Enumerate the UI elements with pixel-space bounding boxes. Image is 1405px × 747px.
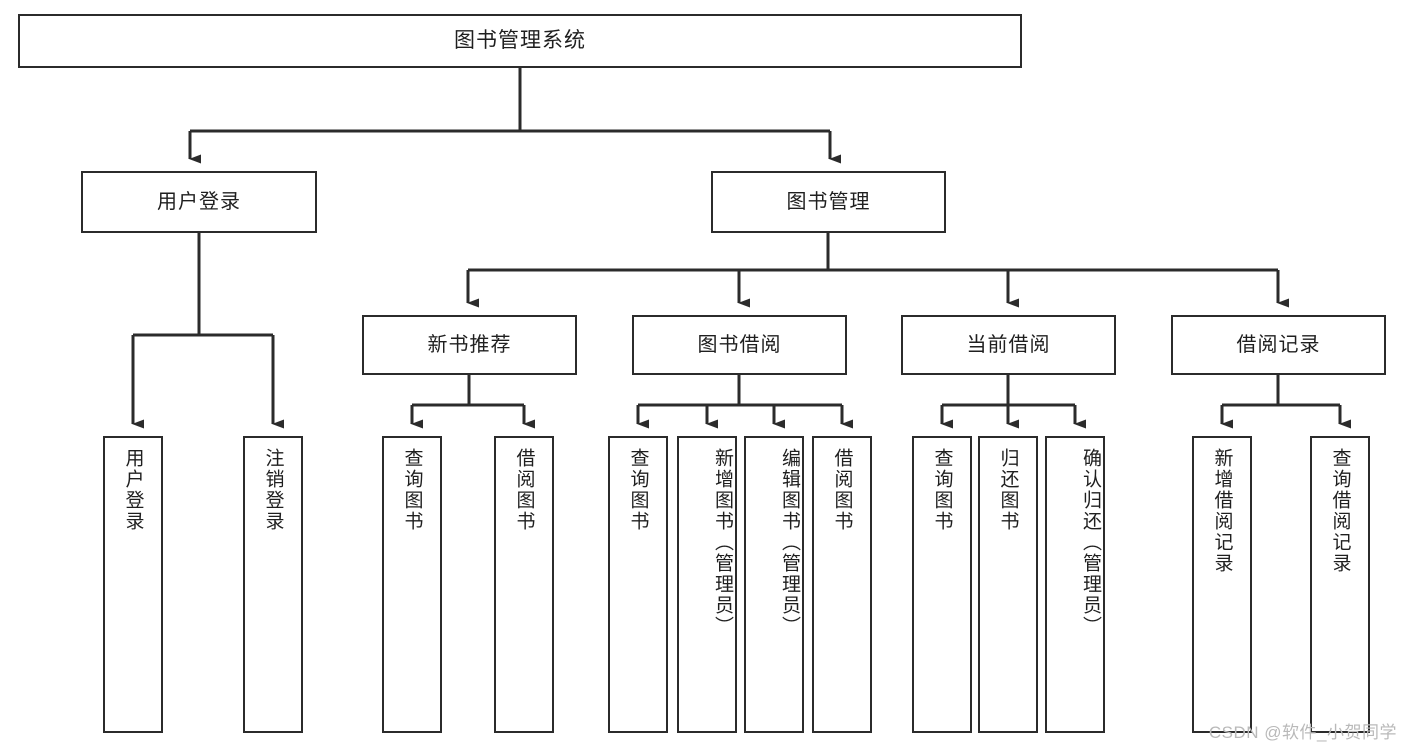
leaf-borrow-record-2-label: 查询借阅记录	[1329, 448, 1351, 574]
node-book-borrow-label: 图书借阅	[697, 334, 782, 356]
leaf-borrow-record-2[interactable]: 查询借阅记录	[1310, 436, 1370, 733]
node-user-login-label: 用户登录	[157, 191, 241, 213]
node-book-manage-label: 图书管理	[786, 191, 871, 213]
leaf-new-book-1-label: 查询图书	[401, 448, 423, 532]
leaf-book-borrow-3[interactable]: 编辑图书（管理员）	[744, 436, 804, 733]
leaf-user-login-1[interactable]: 用户登录	[103, 436, 163, 733]
leaf-book-borrow-4[interactable]: 借阅图书	[812, 436, 872, 733]
leaf-book-borrow-1-label: 查询图书	[627, 448, 649, 532]
leaf-current-borrow-2[interactable]: 归还图书	[978, 436, 1038, 733]
leaf-user-login-2-label: 注销登录	[262, 448, 284, 532]
leaf-book-borrow-1[interactable]: 查询图书	[608, 436, 668, 733]
leaf-book-borrow-4-label: 借阅图书	[831, 448, 853, 532]
leaf-current-borrow-3[interactable]: 确认归还（管理员）	[1045, 436, 1105, 733]
node-current-borrow[interactable]: 当前借阅	[901, 315, 1116, 375]
leaf-new-book-1[interactable]: 查询图书	[382, 436, 442, 733]
leaf-book-borrow-3-label: 编辑图书（管理员）	[779, 448, 800, 637]
leaf-current-borrow-1[interactable]: 查询图书	[912, 436, 972, 733]
leaf-user-login-1-label: 用户登录	[122, 448, 144, 532]
node-root-label: 图书管理系统	[454, 29, 586, 53]
leaf-borrow-record-1[interactable]: 新增借阅记录	[1192, 436, 1252, 733]
leaf-borrow-record-1-label: 新增借阅记录	[1211, 448, 1233, 574]
node-user-login[interactable]: 用户登录	[81, 171, 317, 233]
leaf-new-book-2[interactable]: 借阅图书	[494, 436, 554, 733]
leaf-user-login-2[interactable]: 注销登录	[243, 436, 303, 733]
node-book-borrow[interactable]: 图书借阅	[632, 315, 847, 375]
leaf-new-book-2-label: 借阅图书	[513, 448, 535, 532]
node-book-manage[interactable]: 图书管理	[711, 171, 946, 233]
leaf-current-borrow-1-label: 查询图书	[931, 448, 953, 532]
node-new-book-recommend-label: 新书推荐	[427, 334, 512, 356]
leaf-book-borrow-2[interactable]: 新增图书（管理员）	[677, 436, 737, 733]
node-new-book-recommend[interactable]: 新书推荐	[362, 315, 577, 375]
node-borrow-record-label: 借阅记录	[1236, 334, 1321, 356]
leaf-current-borrow-2-label: 归还图书	[997, 448, 1019, 532]
node-borrow-record[interactable]: 借阅记录	[1171, 315, 1386, 375]
leaf-book-borrow-2-label: 新增图书（管理员）	[712, 448, 733, 637]
node-current-borrow-label: 当前借阅	[966, 334, 1051, 356]
leaf-current-borrow-3-label: 确认归还（管理员）	[1080, 448, 1101, 637]
node-root[interactable]: 图书管理系统	[18, 14, 1022, 68]
